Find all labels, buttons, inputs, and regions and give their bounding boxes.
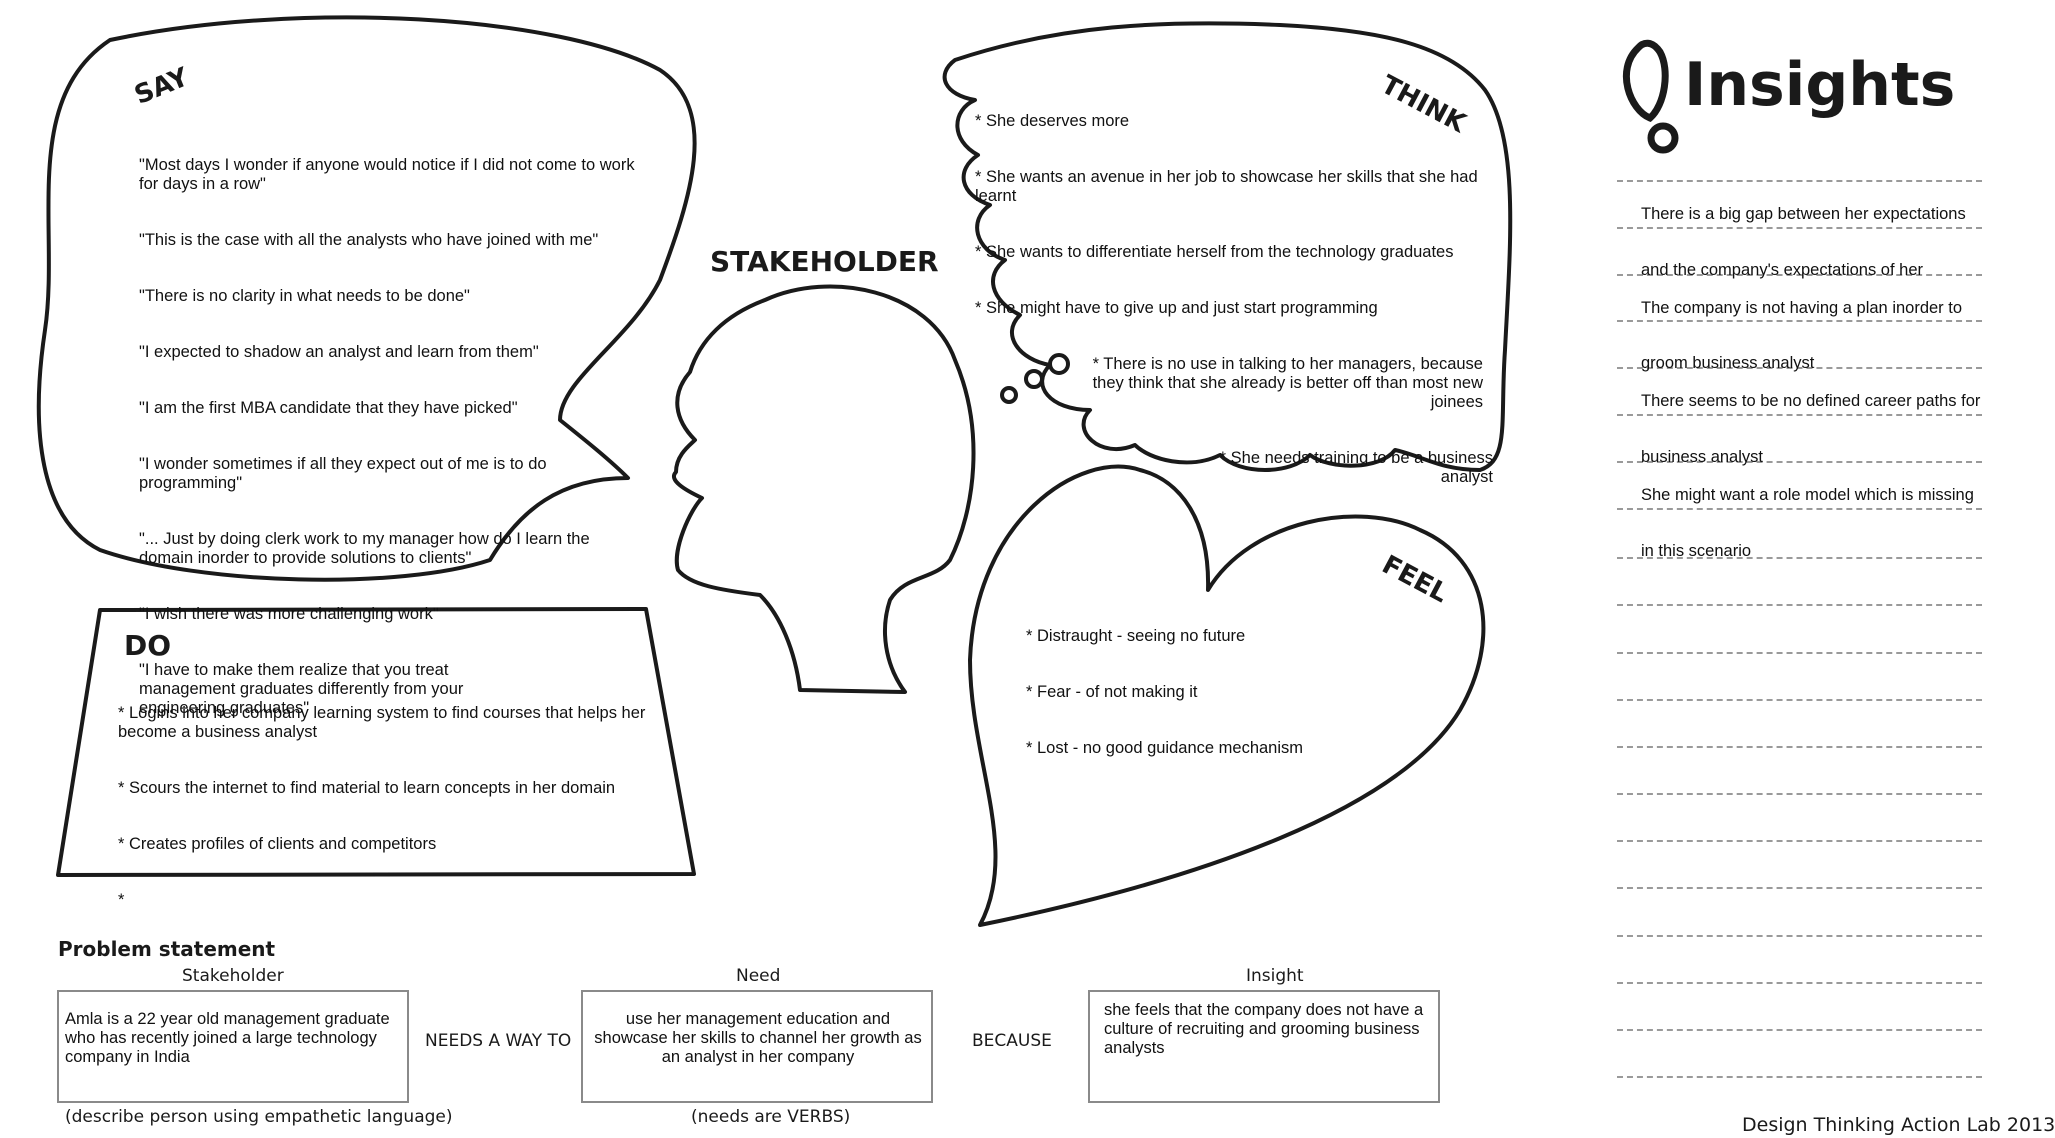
do-item: * Scours the internet to find material t… [118,779,616,797]
insights-rule [1617,652,1982,654]
insights-rule [1617,982,1982,984]
say-item: "I am the first MBA candidate that they … [139,399,518,417]
insights-rule [1617,746,1982,748]
insights-rule [1617,793,1982,795]
say-list: "Most days I wonder if anyone would noti… [139,137,645,737]
need-label: Need [736,966,781,986]
insight-label: Insight [1246,966,1304,986]
stakeholder-label: Stakeholder [182,966,284,986]
feel-item: * Fear - of not making it [1026,683,1198,701]
insights-rule [1617,1076,1982,1078]
because-connector: BECAUSE [972,1031,1052,1051]
stakeholder-title: STAKEHOLDER [710,245,939,278]
insights-rule [1617,604,1982,606]
insight-line: groom business analyst [1641,354,1815,372]
say-item: "This is the case with all the analysts … [139,231,599,249]
insights-rule [1617,840,1982,842]
say-item: "I wish there was more challenging work" [139,605,439,623]
need-text: use her management education and showcas… [594,1010,922,1066]
problem-statement-title: Problem statement [58,937,276,961]
stakeholder-text: Amla is a 22 year old management graduat… [65,1010,390,1066]
insights-rule [1617,887,1982,889]
insight-line: business analyst [1641,448,1763,466]
do-list: * Logins into her company learning syste… [118,685,648,929]
say-item: "I wonder sometimes if all they expect o… [139,455,547,492]
do-item: * Logins into her company learning syste… [118,704,646,741]
insights-rule [1617,414,1982,416]
think-item: * She might have to give up and just sta… [975,299,1378,317]
insights-rule [1617,274,1982,276]
think-item: * She needs training to be a business an… [1219,449,1493,486]
say-item: "There is no clarity in what needs to be… [139,287,470,305]
think-bubble-medium [1024,369,1044,389]
stakeholder-field[interactable]: Amla is a 22 year old management graduat… [57,990,409,1103]
feel-item: * Distraught - seeing no future [1026,627,1246,645]
say-item: "... Just by doing clerk work to my mana… [139,530,590,567]
think-list: * She deserves more * She wants an avenu… [975,93,1500,506]
insights-rule [1617,1029,1982,1031]
stakeholder-head [672,284,976,694]
insights-rule [1617,367,1982,369]
say-item: "I have to make them realize that you tr… [139,661,464,717]
insight-line: She might want a role model which is mis… [1641,486,1974,504]
footer-credit: Design Thinking Action Lab 2013 [1742,1114,2055,1136]
insight-text: she feels that the company does not have… [1104,1001,1424,1057]
insights-title: Insights [1684,50,1956,120]
insights-rule [1617,320,1982,322]
think-item: * She wants to differentiate herself fro… [975,243,1454,261]
needs-a-way-to-connector: NEEDS A WAY TO [425,1031,572,1051]
need-hint: (needs are VERBS) [691,1107,851,1127]
insight-line: There is a big gap between her expectati… [1641,205,1966,223]
feel-list: * Distraught - seeing no future * Fear -… [1026,608,1356,777]
think-bubble-small [1000,386,1018,404]
insights-rule [1617,699,1982,701]
stakeholder-hint: (describe person using empathetic langua… [65,1107,453,1127]
insights-rule [1617,180,1982,182]
do-title: DO [124,629,172,662]
think-item: * She deserves more [975,112,1130,130]
insights-rule [1617,935,1982,937]
insight-line: The company is not having a plan inorder… [1641,299,1963,317]
exclamation-icon [1623,39,1679,154]
think-item: * She wants an avenue in her job to show… [975,168,1478,205]
say-item: "I expected to shadow an analyst and lea… [139,343,539,361]
insight-line: There seems to be no defined career path… [1641,392,1981,410]
need-field[interactable]: use her management education and showcas… [581,990,933,1103]
insights-rule [1617,508,1982,510]
insight-line: and the company's expectations of her [1641,261,1923,279]
insights-rule [1617,557,1982,559]
think-bubble-large [1048,353,1070,375]
do-item: * [118,891,125,909]
say-item: "Most days I wonder if anyone would noti… [139,156,635,193]
do-box [56,607,696,877]
think-cloud [942,21,1513,472]
think-item: * There is no use in talking to her mana… [1092,355,1483,411]
insight-line: in this scenario [1641,542,1752,560]
insight-field[interactable]: she feels that the company does not have… [1088,990,1440,1103]
feel-heart [968,464,1486,927]
insights-rule [1617,461,1982,463]
say-speech-bubble [36,15,697,582]
feel-item: * Lost - no good guidance mechanism [1026,739,1304,757]
insights-rule [1617,227,1982,229]
do-item: * Creates profiles of clients and compet… [118,835,437,853]
